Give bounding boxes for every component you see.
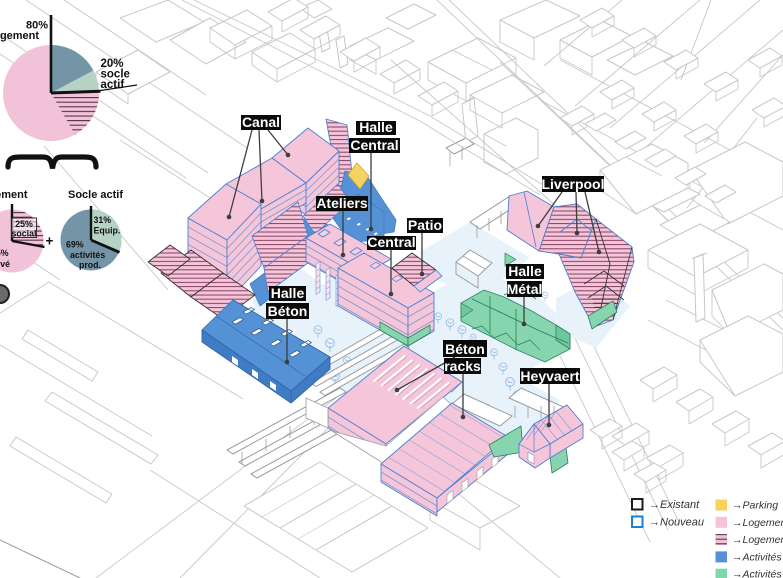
svg-text:actif: actif (101, 79, 125, 91)
svg-text:Ateliers: Ateliers (316, 195, 368, 211)
svg-text:→Activités de: →Activités de (732, 569, 783, 578)
svg-text:Liverpool: Liverpool (541, 176, 604, 192)
svg-text:Logement: Logement (0, 189, 28, 201)
svg-text:Métal: Métal (507, 281, 543, 297)
svg-text:privé: privé (0, 259, 10, 269)
svg-text:Béton: Béton (445, 341, 485, 357)
svg-text:activités: activités (70, 250, 105, 260)
svg-text:Béton: Béton (268, 303, 308, 319)
svg-text:social: social (12, 229, 37, 239)
svg-text:Heyvaert: Heyvaert (520, 368, 579, 384)
svg-text:69%: 69% (66, 240, 84, 250)
svg-text:31%: 31% (94, 215, 112, 225)
svg-text:→Logement: →Logement (732, 517, 783, 529)
svg-text:Central: Central (350, 137, 398, 153)
svg-text:25%: 25% (15, 219, 33, 229)
svg-text:Halle: Halle (508, 263, 542, 279)
svg-text:Halle: Halle (359, 119, 393, 135)
svg-text:Equip.: Equip. (94, 226, 121, 236)
svg-text:80%: 80% (26, 20, 48, 32)
svg-text:→Logement: →Logement (732, 534, 783, 546)
svg-text:racks: racks (444, 358, 481, 374)
svg-text:Halle: Halle (271, 285, 305, 301)
svg-text:Canal: Canal (242, 114, 280, 130)
svg-text:→Parking: →Parking (732, 500, 778, 512)
svg-text:Logement: Logement (0, 30, 39, 42)
svg-text:socle: socle (101, 69, 130, 81)
svg-text:prod.: prod. (79, 260, 101, 270)
svg-text:75%: 75% (0, 248, 9, 258)
svg-text:20%: 20% (101, 58, 124, 70)
svg-text:Socle actif: Socle actif (68, 189, 123, 201)
svg-text:Patio: Patio (408, 217, 442, 233)
svg-text:→Nouveau: →Nouveau (649, 517, 704, 529)
svg-text:→Existant: →Existant (649, 499, 700, 511)
svg-text:Central: Central (367, 234, 415, 250)
svg-text:+: + (46, 234, 54, 249)
svg-text:→Activités économiques: →Activités économiques (732, 551, 783, 563)
